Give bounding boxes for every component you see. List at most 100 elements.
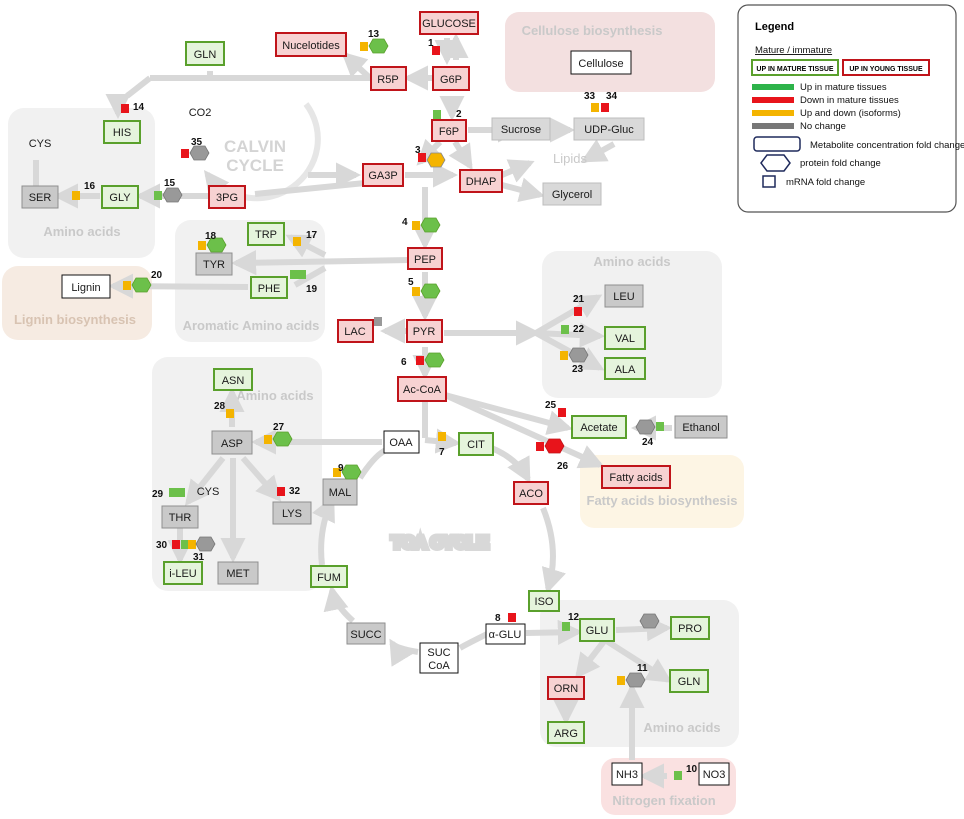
marker-5-protein: [420, 283, 441, 299]
node-gln-top: GLN: [185, 41, 225, 66]
enzyme-number-20: 20: [151, 270, 163, 281]
node-alpha-glu-label: α-GLU: [489, 629, 522, 641]
node-arg-label: ARG: [554, 728, 578, 740]
legend-swatch-updown: [752, 110, 794, 116]
calvin-cycle: CALVIN CYCLE: [203, 102, 321, 202]
marker-2-mrna: [433, 110, 441, 119]
node-thr-label: THR: [169, 512, 192, 524]
legend-metabolite-box: [753, 136, 801, 152]
node-alpha-glu: α-GLU: [485, 623, 526, 645]
node-leu-label: LEU: [613, 291, 634, 303]
node-r5p-label: R5P: [377, 74, 398, 86]
marker-14-mrna: [121, 104, 129, 113]
node-g6p: G6P: [432, 66, 470, 91]
node-glucose-label: GLUCOSE: [422, 18, 476, 30]
node-g6p-label: G6P: [440, 74, 462, 86]
enzyme-number-30: 30: [156, 540, 168, 551]
node-pyr: PYR: [406, 319, 443, 343]
legend-up-in-young-tissue: UP IN YOUNG TISSUE: [849, 66, 923, 73]
node-lac-label: LAC: [344, 326, 365, 338]
node-glucose: GLUCOSE: [419, 11, 479, 35]
node-acetate-label: Acetate: [580, 422, 617, 434]
marker-13-protein: [368, 38, 389, 54]
node-phe: PHE: [250, 276, 288, 299]
node-ala: ALA: [604, 357, 646, 380]
enzyme-number-19: 19: [306, 284, 318, 295]
node-orn: ORN: [547, 676, 585, 700]
node-acetate: Acetate: [571, 415, 627, 439]
legend-metabolite: Metabolite concentration fold change: [810, 140, 964, 151]
node-ethanol-label: Ethanol: [682, 422, 719, 434]
marker-27-mrna: [264, 435, 272, 444]
node-lac: LAC: [337, 319, 374, 343]
marker-16-mrna: [72, 191, 80, 200]
marker-20-mrna: [123, 281, 131, 290]
node-ethanol: Ethanol: [674, 415, 728, 439]
node-his: HIS: [103, 120, 141, 144]
marker-31-protein: [195, 536, 216, 552]
marker-24-mrna: [656, 422, 664, 431]
node-nucleotides-label: Nucelotides: [282, 40, 340, 52]
node-aco-label: ACO: [519, 488, 543, 500]
enzyme-number-1: 1: [428, 38, 434, 49]
marker-20-protein: [131, 277, 152, 293]
marker-22-mrna: [561, 325, 569, 334]
marker-7-mrna: [438, 432, 446, 441]
amino-acids-title-left: Amino acids: [236, 388, 313, 403]
marker-6-protein: [424, 352, 445, 368]
node-pep: PEP: [407, 247, 443, 270]
node-pro: PRO: [670, 616, 710, 640]
legend-mature-box: [751, 59, 839, 76]
node-succ: SUCC: [346, 622, 386, 645]
legend-swatch-up: [752, 84, 794, 90]
node-f6p: F6P: [431, 119, 467, 142]
marker-11-mrna: [617, 676, 625, 685]
enzyme-number-31: 31: [193, 552, 205, 563]
marker-28-mrna: [226, 409, 234, 418]
marker-24-protein: [635, 419, 656, 435]
node-sucrose-label: Sucrose: [501, 124, 541, 136]
node-f6p-label: F6P: [439, 126, 459, 138]
legend-mrna-square: [762, 175, 776, 188]
node-mal-label: MAL: [329, 487, 352, 499]
node-cellulose: Cellulose: [570, 50, 632, 75]
node-dhap-label: DHAP: [466, 176, 497, 188]
legend-no-change: No change: [800, 121, 846, 132]
node-gly-label: GLY: [109, 192, 131, 204]
node-suc-coa-label-2: CoA: [428, 660, 450, 672]
marker-4-protein: [420, 217, 441, 233]
marker-6-mrna: [416, 356, 424, 365]
node-ga3p: GA3P: [362, 163, 404, 187]
node-ga3p-label: GA3P: [368, 170, 397, 182]
node-cit-label: CIT: [467, 439, 485, 451]
enzyme-number-18: 18: [205, 231, 217, 242]
node-dhap: DHAP: [459, 169, 503, 193]
legend-swatch-down: [752, 97, 794, 103]
enzyme-number-6: 6: [401, 357, 407, 368]
node-glu: GLU: [579, 618, 615, 642]
node-orn-label: ORN: [554, 683, 579, 695]
enzyme-markers: [72, 38, 682, 780]
enzyme-number-23: 23: [572, 364, 584, 375]
node-cellulose-label: Cellulose: [578, 58, 623, 70]
marker-26-protein: [544, 438, 565, 454]
marker-prolinepath-protein: [639, 613, 660, 629]
node-fum: FUM: [310, 565, 348, 588]
node-lys: LYS: [272, 501, 312, 525]
enzyme-number-29: 29: [152, 489, 164, 500]
enzyme-number-14: 14: [133, 102, 145, 113]
marker-3-protein: [426, 152, 446, 168]
legend-up-down: Up and down (isoforms): [800, 108, 901, 119]
enzyme-number-7: 7: [439, 447, 445, 458]
marker-32-mrna: [277, 487, 285, 496]
node-iso: ISO: [528, 590, 560, 612]
enzyme-number-10: 10: [686, 764, 698, 775]
legend-swatch-nochange: [752, 123, 794, 129]
node-pyr-label: PYR: [413, 326, 436, 338]
marker-19-mrna-a: [290, 270, 298, 279]
enzyme-number-16: 16: [84, 181, 96, 192]
node-r5p: R5P: [370, 66, 407, 91]
enzyme-number-5: 5: [408, 277, 414, 288]
node-lignin: Lignin: [61, 274, 111, 299]
node-iso-label: ISO: [535, 596, 554, 608]
